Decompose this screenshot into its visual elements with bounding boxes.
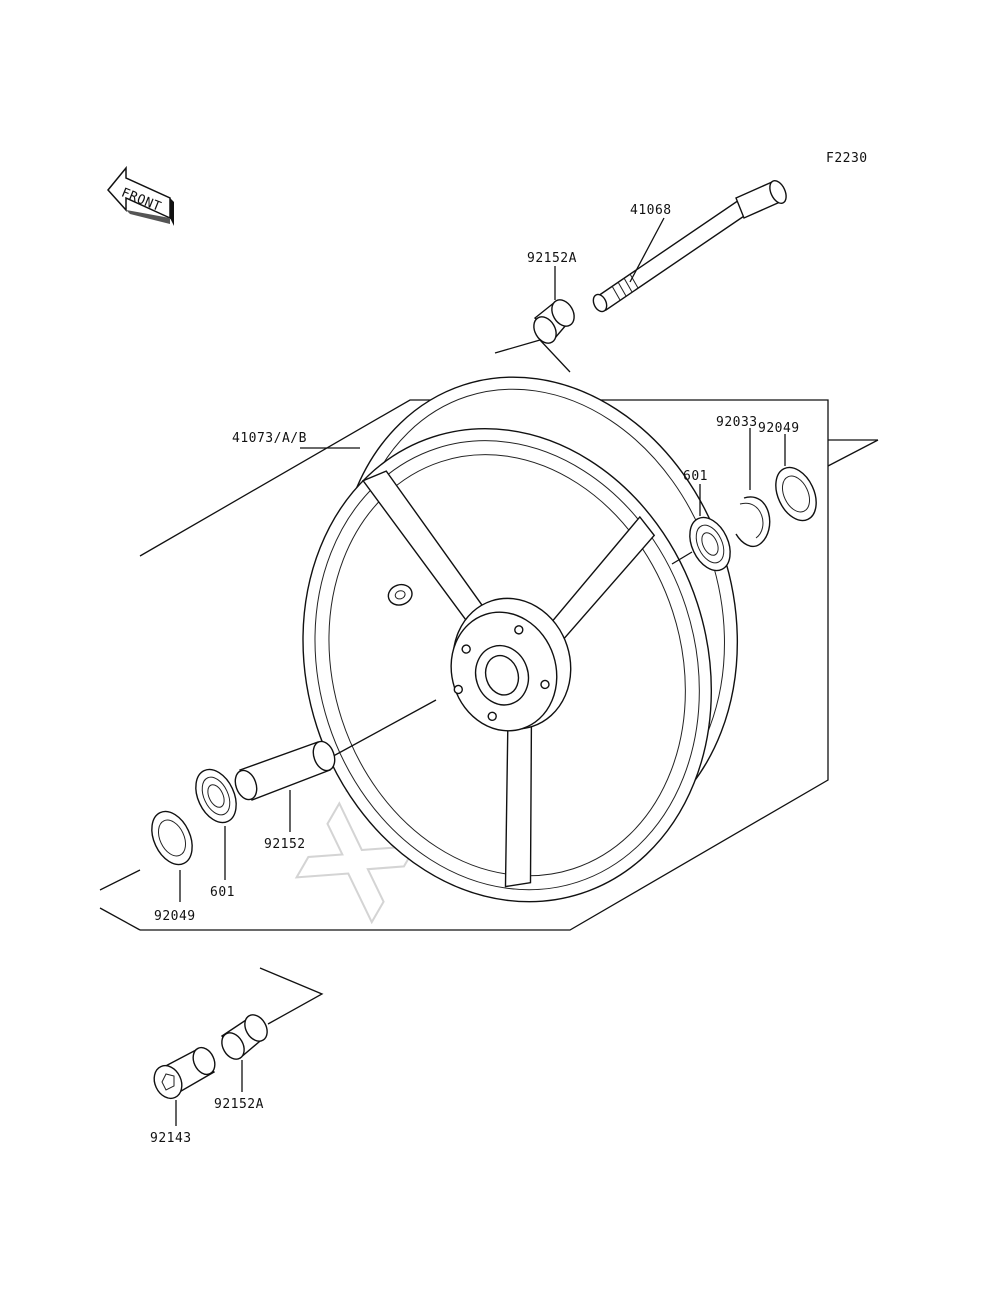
spacer: [234, 740, 336, 801]
seal-left: [151, 810, 193, 866]
axle-nut: [153, 1046, 216, 1100]
label-seal-left: 92049: [154, 909, 196, 924]
seal-right: [775, 466, 817, 522]
collar-bottom: [220, 1014, 268, 1060]
label-bearing-left: 601: [210, 885, 235, 900]
label-circlip: 92033: [716, 415, 758, 430]
figure-code: F2230: [826, 151, 868, 166]
collar-top: [533, 299, 575, 344]
circlip: [735, 496, 771, 548]
label-collar-bottom: 92152A: [214, 1097, 264, 1112]
label-collar-top: 92152A: [527, 251, 577, 266]
label-wheel: 41073/A/B: [232, 431, 307, 446]
bearing-left: [195, 768, 237, 824]
wheel: [302, 376, 739, 903]
bearing-right: [689, 516, 731, 572]
label-seal-right: 92049: [758, 421, 800, 436]
axle-group: [592, 180, 787, 313]
label-nut: 92143: [150, 1131, 192, 1146]
label-bearing-right: 601: [683, 469, 708, 484]
front-arrow-icon: FRONT: [107, 165, 174, 226]
label-spacer: 92152: [264, 837, 306, 852]
label-axle: 41068: [630, 203, 672, 218]
